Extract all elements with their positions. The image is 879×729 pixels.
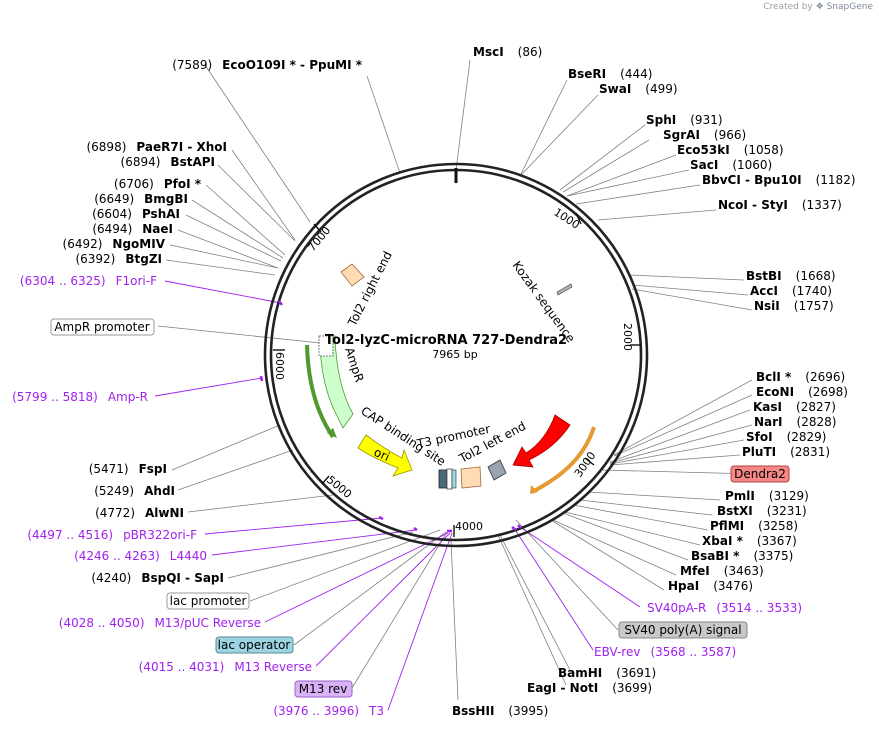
tick-label-3000: 3000 (572, 449, 599, 479)
site-label: HpaI(3476) (668, 579, 753, 593)
primer-label: (5799 .. 5818)Amp-R (12, 390, 148, 404)
site-label: BamHI(3691) (558, 666, 656, 680)
tick-label-1000: 1000 (551, 206, 582, 232)
ori-label: ori (372, 445, 392, 464)
site-label: NcoI - StyI(1337) (718, 198, 842, 212)
credit-prefix: Created by (763, 2, 813, 12)
lac-operator-box (215, 636, 294, 654)
site-label: KasI(2827) (753, 400, 836, 414)
site-label: SwaI(499) (599, 82, 678, 96)
site-label: MscI(86) (473, 45, 542, 59)
ampr-promoter-box-label: AmpR promoter (54, 320, 149, 334)
site-label: (6649)BmgBI (94, 192, 188, 206)
backbone-outer (263, 162, 649, 548)
primer-label: EBV-rev(3568 .. 3587) (594, 645, 736, 659)
dendra2-outline-head (530, 485, 538, 494)
site-label: NarI(2828) (754, 415, 836, 429)
site-label: SgrAI(966) (663, 128, 746, 142)
site-label: AccI(1740) (750, 284, 832, 298)
site-label: XbaI *(3367) (702, 534, 797, 548)
site-label: BstXI(3231) (717, 504, 807, 518)
ampr-arrow-outline (305, 344, 335, 439)
lac-promoter-feature (446, 468, 453, 490)
plasmid-name: Tol2-lyzC-microRNA 727-Dendra2 (325, 333, 567, 348)
ori-feature (357, 434, 413, 477)
site-label: (7589)EcoO109I * - PpuMI * (172, 58, 362, 72)
site-label: (6898)PaeR7I - XhoI (86, 140, 227, 154)
primer-label: (4497 .. 4516)pBR322ori-F (27, 528, 197, 542)
snapgene-credit: Created by ❖ SnapGene (763, 2, 873, 12)
site-label: (5471)FspI (89, 462, 167, 476)
snapgene-logo-icon: ❖ (815, 2, 824, 12)
plasmid-size: 7965 bp (432, 348, 477, 361)
site-label: BbvCI - Bpu10I(1182) (702, 173, 856, 187)
credit-brand: SnapGene (826, 2, 873, 12)
tol2-right-end-feature (340, 263, 365, 287)
site-label: (4772)AlwNI (95, 506, 184, 520)
site-label: (6392)BtgZI (75, 252, 162, 266)
dendra2-outline (531, 426, 596, 494)
tick-marks (273, 212, 641, 537)
lac-operator-feature (451, 469, 457, 489)
tol2-right-end-label: Tol2 right end (345, 249, 395, 329)
ampr-promoter-box (50, 318, 155, 336)
site-label: SphI(931) (646, 113, 723, 127)
dendra2-box-label: Dendra2 (734, 467, 786, 481)
dendra2-feature (512, 414, 571, 468)
site-label: BsaBI *(3375) (691, 549, 793, 563)
site-label: BclI *(2696) (756, 370, 845, 384)
ampr-label: AmpR (342, 346, 366, 384)
tol2-left-end-feature (460, 466, 482, 489)
ampr-promoter-block (318, 335, 334, 357)
lac-promoter-box-label: lac promoter (170, 594, 247, 608)
site-label: PmlI(3129) (725, 489, 809, 503)
tick-label-4000: 4000 (455, 520, 483, 533)
primer-label: (3976 .. 3996)T3 (273, 704, 384, 718)
site-label: SfoI(2829) (746, 430, 826, 444)
lac-promoter-box (166, 592, 250, 610)
sv40-box (618, 621, 748, 639)
site-label: BstBI(1668) (746, 269, 836, 283)
lac-operator-box-label: lac operator (218, 638, 291, 652)
tick-label-6000: 6000 (273, 352, 286, 380)
m13-rev-box (294, 680, 353, 698)
kozak-feature (556, 283, 573, 296)
m13-rev-box-label: M13 rev (299, 682, 348, 696)
site-label: (5249)AhdI (94, 484, 175, 498)
t3-promoter-feature (487, 459, 507, 481)
ampr-feature (319, 335, 354, 429)
site-label: SacI(1060) (690, 158, 772, 172)
site-label: (6494)NaeI (92, 222, 173, 236)
tick-label-2000: 2000 (621, 323, 634, 351)
primer-label: (6304 .. 6325)F1ori-F (20, 274, 157, 288)
cap-binding-site-feature (438, 469, 448, 489)
site-label: Eco53kI(1058) (677, 143, 784, 157)
site-label: (6492)NgoMIV (63, 237, 166, 251)
primer-label: (4015 .. 4031)M13 Reverse (139, 660, 312, 674)
ampr-arrow-head (327, 428, 337, 438)
tick-label-7000: 7000 (305, 224, 333, 254)
leader-lines (157, 59, 756, 701)
site-label: EcoNI(2698) (756, 385, 848, 399)
site-label: BseRI(444) (568, 67, 652, 81)
primer-label: (4246 .. 4263)L4440 (74, 549, 207, 563)
site-label: (6706)PfoI * (114, 177, 202, 191)
primer-marks (259, 300, 522, 533)
dendra2-box (730, 465, 790, 483)
primer-leader-lines (154, 280, 641, 711)
site-label: PflMI(3258) (710, 519, 798, 533)
site-label: (6604)PshAI (92, 207, 180, 221)
site-label: BssHII(3995) (452, 704, 548, 718)
site-label: EagI - NotI(3699) (527, 681, 652, 695)
site-label: (6894)BstAPI (121, 155, 215, 169)
sv40-box-label: SV40 poly(A) signal (624, 623, 741, 637)
primer-label: SV40pA-R(3514 .. 3533) (647, 601, 802, 615)
site-label: PluTI(2831) (742, 445, 830, 459)
primer-label: (4028 .. 4050)M13/pUC Reverse (59, 616, 261, 630)
site-label: MfeI(3463) (680, 564, 764, 578)
site-label: NsiI(1757) (754, 299, 834, 313)
site-label: (4240)BspQI - SapI (91, 571, 224, 585)
